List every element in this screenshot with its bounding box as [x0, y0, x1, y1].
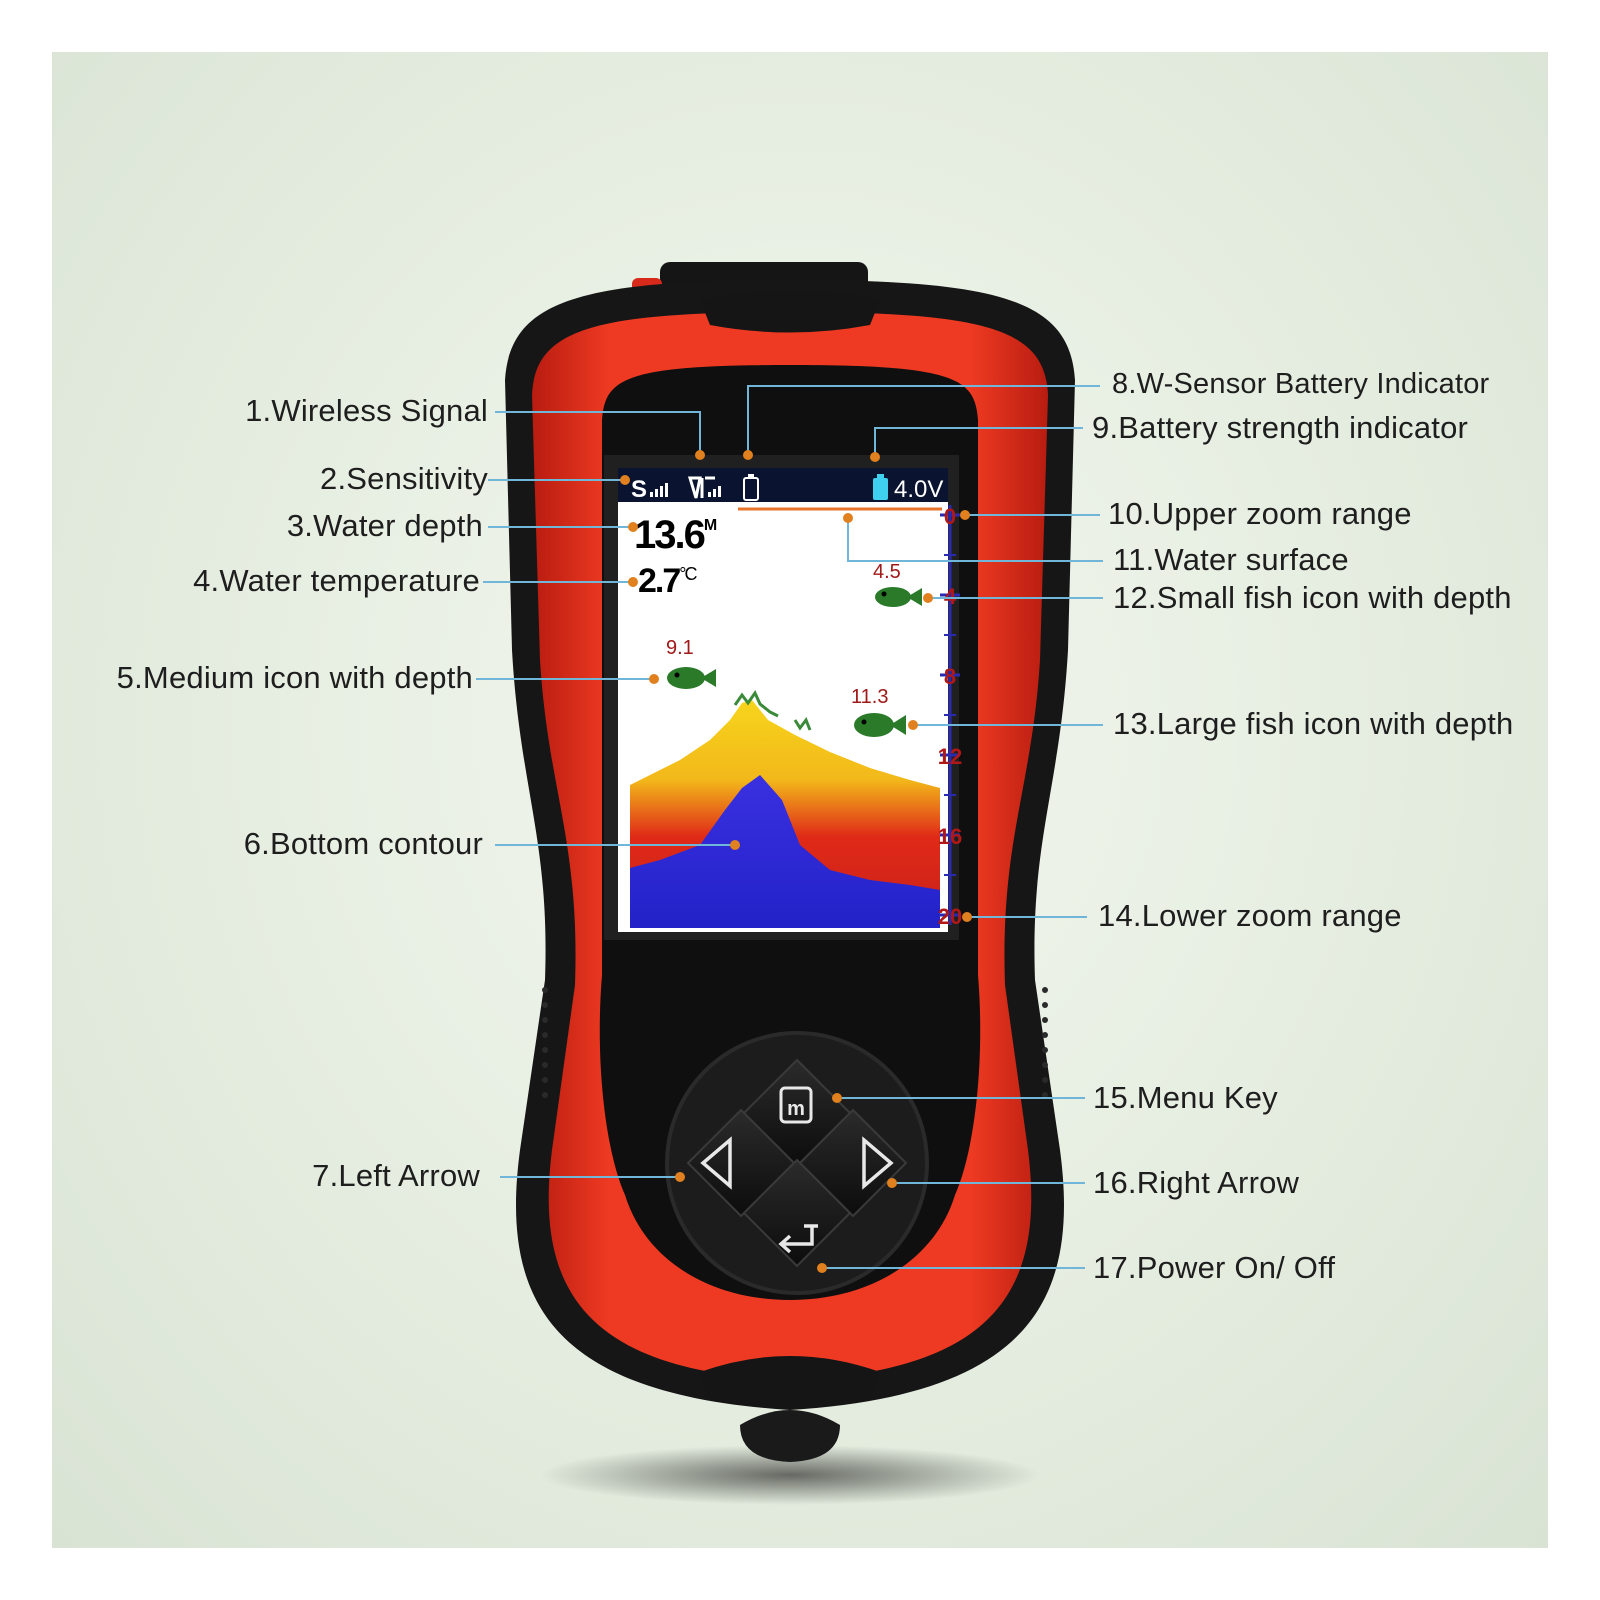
fish-icon-small: 4.5 [873, 561, 922, 607]
wireless-signal-icon [687, 476, 715, 499]
callout-left-arrow: 7.Left Arrow [312, 1158, 480, 1193]
right-arrow-icon [862, 1136, 894, 1190]
battery-strength-icon [873, 474, 888, 500]
left-arrow-icon [700, 1136, 732, 1190]
grip-texture-left [542, 987, 548, 1098]
grip-texture-right [1042, 987, 1048, 1098]
depth-scale-label: 0 [944, 504, 956, 529]
depth-scale-ticks: 0 4 8 12 16 20 [938, 504, 962, 929]
voltage-readout: 4.0V [894, 476, 943, 503]
sensitivity-bars-icon [650, 483, 668, 497]
callout-small-fish: 12.Small fish icon with depth [1113, 580, 1512, 615]
enter-power-icon [778, 1224, 818, 1254]
callout-water-surface: 11.Water surface [1113, 542, 1349, 577]
temperature-readout: 2.7°C [638, 562, 697, 600]
depth-value: 13.6 [634, 513, 705, 557]
temperature-value: 2.7 [638, 562, 680, 600]
fish-small-depth: 4.5 [873, 561, 901, 583]
callout-water-temperature: 4.Water temperature [193, 563, 480, 598]
temperature-unit: °C [679, 564, 697, 584]
sonar-bottom-blue [630, 775, 940, 928]
callout-wsensor-battery: 8.W-Sensor Battery Indicator [1112, 368, 1490, 400]
leader-lines [476, 385, 1103, 1269]
depth-scale-label: 20 [938, 904, 962, 929]
depth-readout: 13.6M [634, 513, 717, 557]
sensitivity-letter: S [631, 476, 647, 503]
callout-power: 17.Power On/ Off [1093, 1250, 1336, 1285]
depth-scale-label: 12 [938, 744, 962, 769]
callout-water-depth: 3.Water depth [286, 508, 483, 543]
callout-sensitivity: 2.Sensitivity [320, 461, 488, 496]
fish-medium-depth: 9.1 [666, 637, 694, 659]
lanyard-loop [740, 1410, 840, 1462]
fish-icon-large: 11.3 [851, 686, 906, 737]
top-notch [700, 290, 880, 333]
depth-scale-label: 16 [938, 824, 962, 849]
svg-text:m: m [787, 1098, 805, 1120]
callout-wireless-signal: 1.Wireless Signal [245, 393, 488, 428]
lcd-status-bar [618, 468, 948, 502]
callout-dots [620, 450, 972, 1273]
bottom-notch [700, 1356, 880, 1408]
depth-scale-label: 8 [944, 664, 956, 689]
callout-large-fish: 13.Large fish icon with depth [1113, 706, 1514, 741]
callout-medium-icon: 5.Medium icon with depth [116, 660, 473, 695]
callout-menu-key: 15.Menu Key [1093, 1080, 1278, 1115]
fish-large-depth: 11.3 [851, 686, 888, 708]
callout-bottom-contour: 6.Bottom contour [243, 826, 483, 861]
callout-battery-strength: 9.Battery strength indicator [1092, 410, 1469, 445]
device-shadow [540, 1445, 1040, 1505]
fish-icon-medium: 9.1 [666, 637, 716, 689]
callout-upper-zoom: 10.Upper zoom range [1108, 496, 1412, 531]
depth-scale-label: 4 [944, 584, 957, 609]
sonar-surface-noise-2 [793, 716, 812, 731]
wireless-signal-bars-icon [708, 486, 721, 497]
depth-unit: M [704, 517, 717, 534]
callout-lower-zoom: 14.Lower zoom range [1098, 898, 1402, 933]
sonar-surface-noise [733, 689, 779, 718]
wsensor-battery-icon [743, 474, 759, 501]
callout-right-arrow: 16.Right Arrow [1093, 1165, 1300, 1200]
menu-key-icon [779, 1086, 813, 1124]
power-key[interactable] [742, 1158, 852, 1268]
